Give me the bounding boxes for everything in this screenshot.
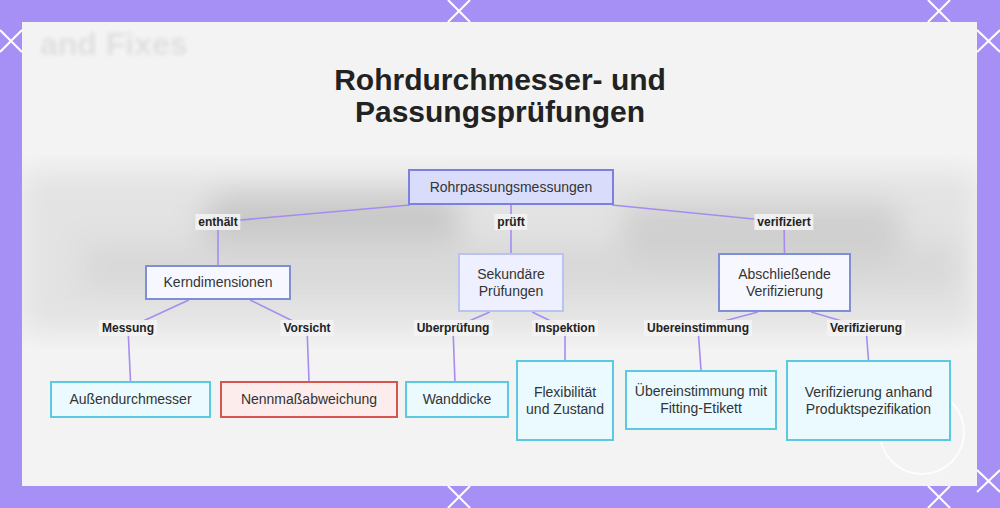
node-text-group: Nennmaßabweichung bbox=[241, 391, 377, 408]
edge-label: Ubereinstimmung bbox=[644, 320, 752, 336]
node-label: Übereinstimmung mit Fitting-Etikett bbox=[633, 383, 769, 417]
connector-line bbox=[128, 300, 189, 381]
edge-label: Inspektion bbox=[532, 320, 598, 336]
edge-label: Uberprüfung bbox=[414, 320, 493, 336]
connector-line bbox=[250, 300, 309, 381]
warning-box: Nennmaßabweichung bbox=[220, 381, 398, 418]
node-text-group: Wanddicke bbox=[423, 391, 492, 408]
category-box: Abschließende Verifizierung bbox=[718, 253, 851, 312]
connector-line bbox=[218, 205, 410, 265]
root-node: Rohrpassungsmessungen bbox=[408, 169, 614, 205]
node-label: Abschließende Verifizierung bbox=[726, 266, 843, 300]
edge-label: Messung bbox=[99, 320, 157, 336]
node-label: Flexibilität und Zustand bbox=[524, 384, 606, 418]
edge-label: enthält bbox=[195, 214, 240, 230]
node-text-group: Übereinstimmung mit Fitting-Etikett bbox=[633, 383, 769, 417]
edge-label: prüft bbox=[494, 214, 527, 230]
node-label: Wanddicke bbox=[423, 391, 492, 408]
node-label: Außendurchmesser bbox=[69, 391, 191, 408]
node-text-group: Flexibilität und Zustand bbox=[524, 384, 606, 418]
node-text-group: Außendurchmesser bbox=[69, 391, 191, 408]
node-text-group: Rohrpassungsmessungen bbox=[430, 179, 593, 196]
leaf-box: Verifizierung anhand Produktspezifikatio… bbox=[786, 360, 951, 441]
edge-label: verifiziert bbox=[754, 214, 813, 230]
category-box: Kerndimensionen bbox=[145, 265, 291, 300]
leaf-box: Flexibilität und Zustand bbox=[516, 360, 614, 441]
node-text-group: Kerndimensionen bbox=[164, 274, 273, 291]
leaf-box: Übereinstimmung mit Fitting-Etikett bbox=[625, 370, 777, 430]
node-text-group: Abschließende Verifizierung bbox=[726, 266, 843, 300]
edge-label: Vorsicht bbox=[280, 320, 333, 336]
watermark-text: and Fixes bbox=[40, 26, 188, 63]
node-label: Kerndimensionen bbox=[164, 274, 273, 291]
node-label: Verifizierung anhand Produktspezifikatio… bbox=[794, 384, 943, 418]
node-text-group: Sekundäre Prüfungen bbox=[466, 266, 556, 300]
diagram-title: Rohrdurchmesser- und Passungsprüfungen bbox=[300, 64, 700, 128]
node-text-group: Verifizierung anhand Produktspezifikatio… bbox=[794, 384, 943, 418]
leaf-box: Wanddicke bbox=[405, 381, 509, 418]
node-label: Nennmaßabweichung bbox=[241, 391, 377, 408]
leaf-box: Außendurchmesser bbox=[50, 381, 211, 418]
edge-label: Verifizierung bbox=[827, 320, 905, 336]
node-label: Sekundäre Prüfungen bbox=[466, 266, 556, 300]
node-label: Rohrpassungsmessungen bbox=[430, 179, 593, 196]
category-box: Sekundäre Prüfungen bbox=[458, 253, 564, 312]
